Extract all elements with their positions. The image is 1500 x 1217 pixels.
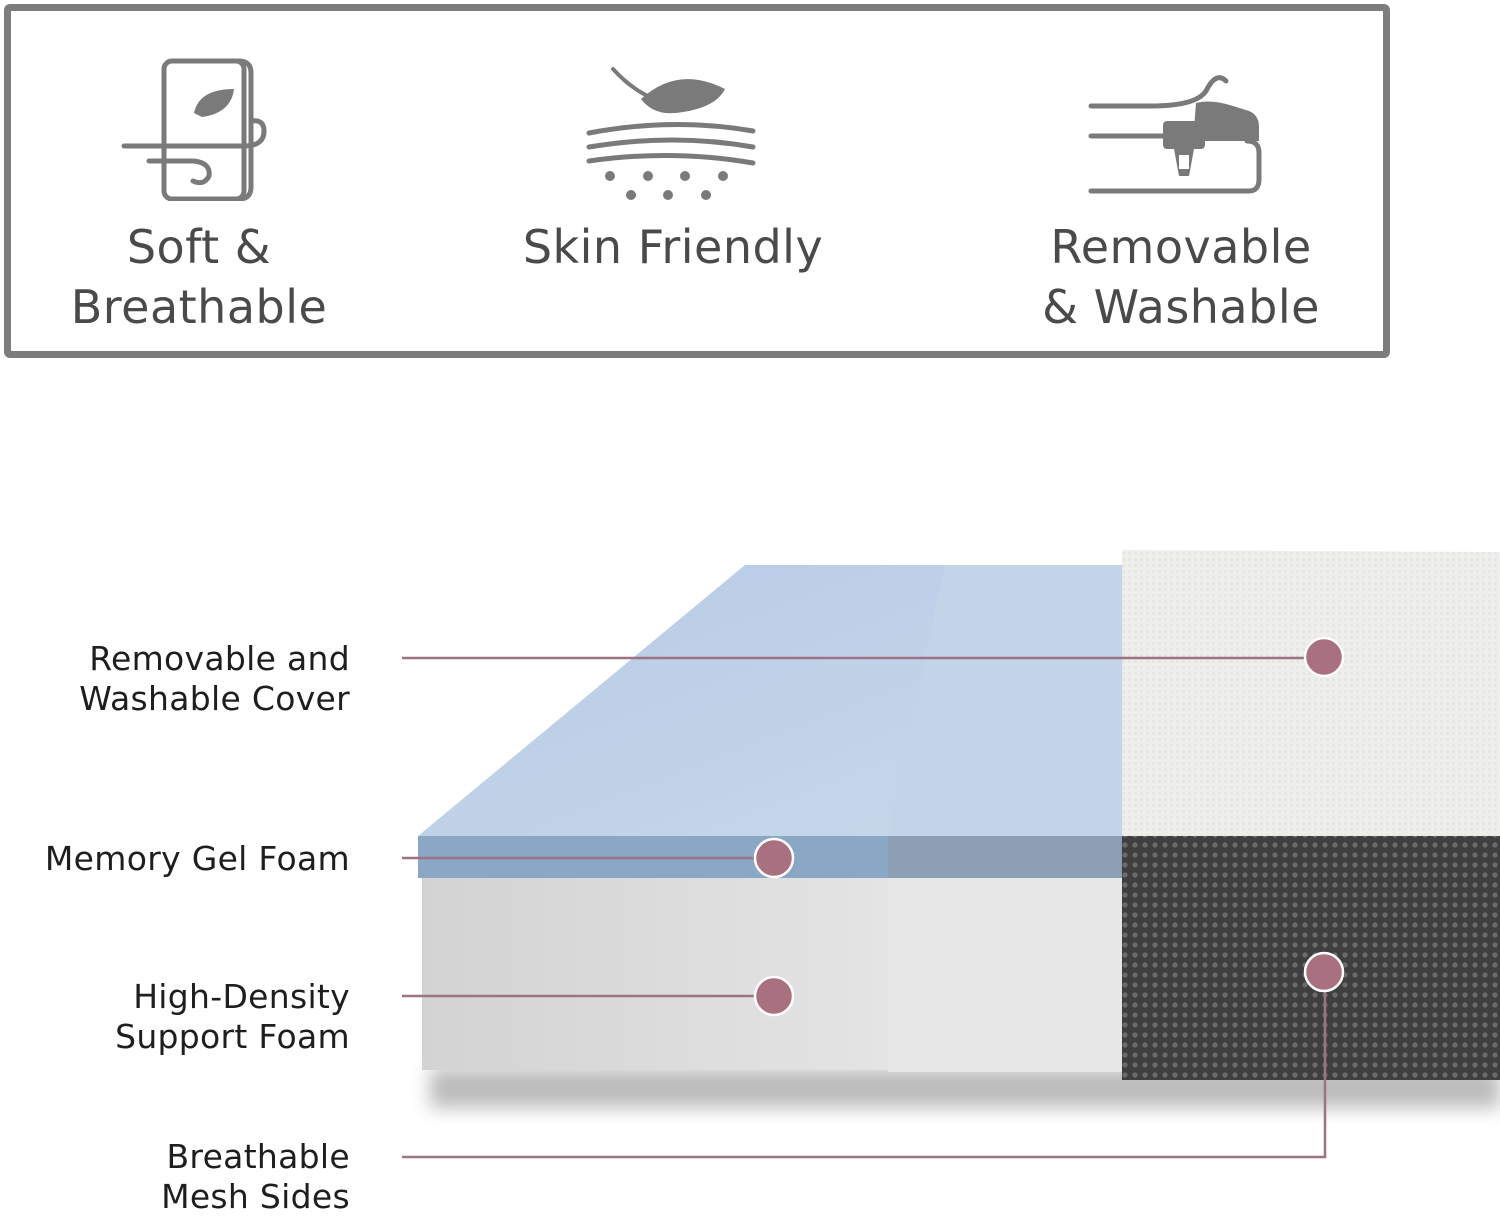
mattress-cross-section — [402, 550, 1500, 1159]
feature-label: Soft & Breathable — [70, 220, 328, 334]
leaf-breeze-icon — [121, 58, 267, 201]
layer-label-support-foam: High-Density Support Foam — [115, 977, 350, 1056]
layer-label-gel-foam: Memory Gel Foam — [44, 839, 350, 878]
feature-soft-breathable: Soft & Breathable — [0, 11, 409, 351]
callout-dot-support — [753, 975, 795, 1017]
gel-foam-layer-side — [888, 836, 1122, 878]
support-foam-layer-side — [888, 878, 1122, 1072]
feature-skin-friendly: Skin Friendly — [463, 11, 883, 351]
layer-label-cover: Removable and Washable Cover — [79, 639, 350, 718]
callout-dot-mesh — [1303, 951, 1345, 993]
foam-top-highlight — [888, 565, 1122, 836]
cover-fabric — [1122, 550, 1500, 840]
zipper-cover-icon — [1088, 75, 1262, 194]
support-foam-layer — [422, 878, 888, 1070]
callout-dot-gel — [753, 837, 795, 879]
feature-label: Skin Friendly — [522, 220, 824, 274]
feather-skin-icon — [586, 67, 756, 200]
callout-dot-cover — [1303, 636, 1345, 678]
feature-removable-washable: Removable & Washable — [971, 11, 1391, 351]
layer-label-mesh-sides: Breathable Mesh Sides — [161, 1137, 350, 1216]
features-panel: Soft & Breathable Skin Friendly — [4, 4, 1390, 358]
mattress-layer-diagram: Removable and Washable Cover Memory Gel … — [0, 360, 1500, 1216]
feature-label: Removable & Washable — [1042, 220, 1320, 334]
callout-line-mesh — [402, 990, 1327, 1159]
